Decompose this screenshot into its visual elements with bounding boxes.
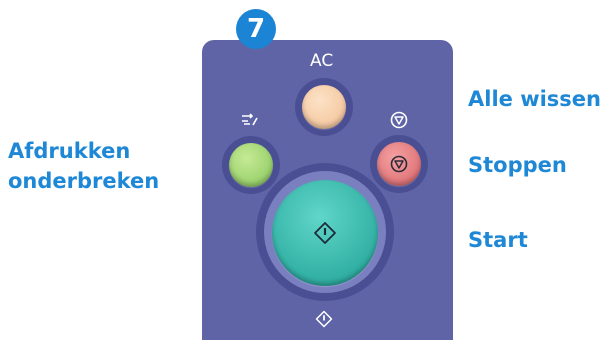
stop-callout: Stoppen <box>468 150 567 180</box>
start-callout: Start <box>468 225 528 255</box>
start-icon <box>315 310 333 328</box>
start-button[interactable] <box>272 180 378 286</box>
stop-icon <box>389 154 409 174</box>
clear-all-button[interactable] <box>302 85 346 129</box>
interrupt-printing-callout: Afdrukken onderbreken <box>8 136 178 196</box>
start-icon <box>313 221 337 245</box>
stop-icon <box>389 110 409 130</box>
stop-button[interactable] <box>377 142 421 186</box>
clear-all-callout: Alle wissen <box>468 84 601 114</box>
interrupt-print-icon <box>240 112 260 128</box>
interrupt-printing-button[interactable] <box>229 143 273 187</box>
ac-label: AC <box>310 51 333 71</box>
step-badge: 7 <box>236 9 276 49</box>
